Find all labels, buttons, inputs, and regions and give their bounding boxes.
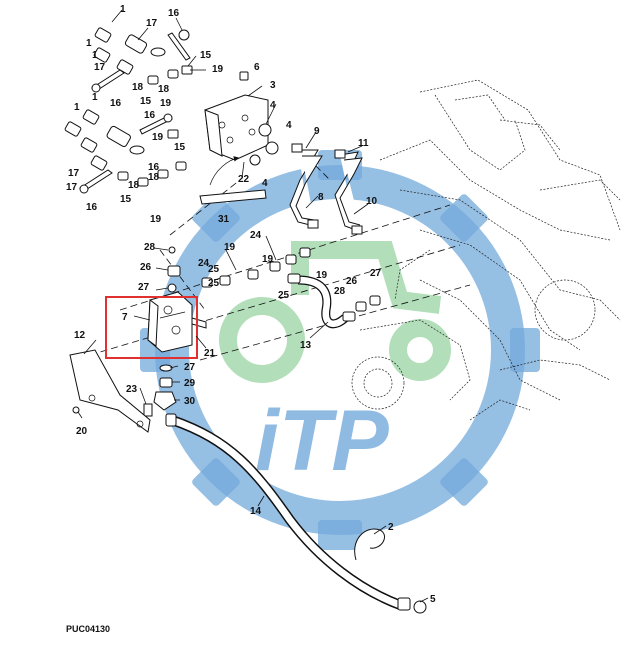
callout: 21	[204, 348, 216, 359]
callout: 30	[184, 396, 196, 407]
callout: 1	[92, 92, 98, 103]
bolt-6	[239, 71, 249, 81]
callout: 15	[200, 50, 212, 61]
callout: 1	[120, 4, 126, 15]
callout: 4	[270, 100, 276, 111]
strap-31	[199, 189, 267, 205]
callout: 18	[148, 172, 160, 183]
callout: 14	[250, 506, 262, 517]
callout-labels: 1 1 17 16 15 19 18 1 17 16 15 19 18 1 1 …	[66, 4, 436, 605]
leader-lines	[77, 9, 429, 603]
reference-code: PUC04130	[66, 624, 110, 634]
callout: 31	[218, 214, 230, 225]
callout: 17	[146, 18, 158, 29]
callout: 18	[128, 180, 140, 191]
watermark-tractor-icon	[219, 241, 451, 383]
callout: 19	[212, 64, 224, 75]
callout: 26	[140, 262, 152, 273]
fittings-kit-row-1	[91, 27, 193, 93]
highlight-box	[105, 296, 198, 359]
callout: 17	[68, 168, 80, 179]
callout: 22	[238, 174, 250, 185]
callout: 16	[148, 162, 160, 173]
selective-control-valve-7	[147, 291, 207, 353]
callout: 13	[300, 340, 312, 351]
callout: 6	[254, 62, 260, 73]
callout: 20	[76, 426, 88, 437]
callout: 4	[286, 120, 292, 131]
callout: 24	[198, 258, 210, 269]
tractor-frame-drawing	[351, 79, 621, 421]
callout: 19	[160, 98, 172, 109]
callout: 17	[94, 62, 106, 73]
callout: 12	[74, 330, 86, 341]
callout: 9	[314, 126, 320, 137]
clamp-5	[413, 600, 427, 614]
callout: 15	[120, 194, 132, 205]
callout: 3	[270, 80, 276, 91]
callout: 27	[370, 268, 382, 279]
hose-13	[287, 273, 356, 329]
fittings-mid	[167, 246, 381, 312]
callout: 1	[92, 50, 98, 61]
callout: 18	[132, 82, 144, 93]
fittings-kit-row-2	[64, 109, 187, 194]
callout: 19	[150, 214, 162, 225]
callout: 1	[74, 102, 80, 113]
callout: 7	[122, 312, 128, 323]
callout: 25	[208, 278, 220, 289]
callout: 19	[262, 254, 274, 265]
callout: 4	[262, 178, 268, 189]
bracket-plate-12	[69, 349, 151, 433]
callout: 8	[318, 192, 324, 203]
fittings-lower	[72, 364, 177, 417]
callout: 19	[316, 270, 328, 281]
callout: 19	[152, 132, 164, 143]
watermark-logo: iTP	[140, 150, 540, 550]
callout: 19	[224, 242, 236, 253]
callout: 15	[174, 142, 186, 153]
callout: 26	[346, 276, 358, 287]
callout: 24	[250, 230, 262, 241]
callout: 15	[140, 96, 152, 107]
callout: 25	[278, 290, 290, 301]
nut-4b	[265, 141, 279, 155]
callout: 11	[358, 138, 369, 149]
callout: 16	[110, 98, 122, 109]
steel-lines	[289, 143, 363, 235]
callout: 27	[184, 362, 196, 373]
watermark-text: iTP	[255, 393, 389, 489]
callout: 29	[184, 378, 196, 389]
callout: 10	[366, 196, 378, 207]
callout: 1	[86, 38, 92, 49]
callout: 2	[388, 522, 394, 533]
callout: 28	[144, 242, 156, 253]
callout: 18	[158, 84, 170, 95]
callout: 25	[208, 264, 220, 275]
callout: 17	[66, 182, 78, 193]
callout: 16	[168, 8, 180, 19]
nut-4a	[258, 123, 272, 137]
callout: 5	[430, 594, 436, 605]
mounting-bracket	[199, 71, 279, 205]
callout: 27	[138, 282, 150, 293]
callout: 23	[126, 384, 138, 395]
hose-14	[165, 413, 411, 611]
callout: 28	[334, 286, 346, 297]
callout: 16	[86, 202, 98, 213]
callout: 16	[144, 110, 156, 121]
